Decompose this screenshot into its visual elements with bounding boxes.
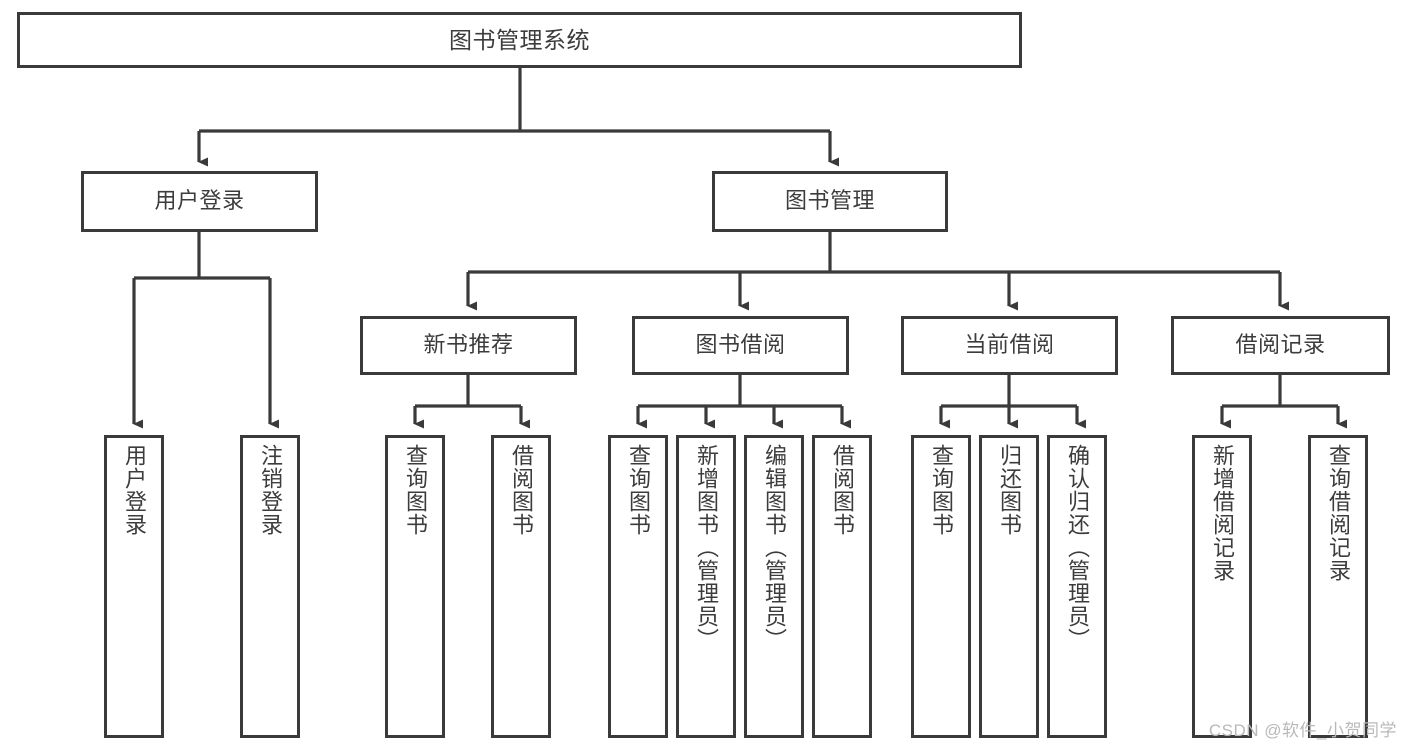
node-leaf-return-book[interactable]: 归还图书 <box>979 435 1039 738</box>
node-leaf-query-record[interactable]: 查询借阅记录 <box>1308 435 1368 738</box>
node-new-book-recommend[interactable]: 新书推荐 <box>360 316 577 375</box>
node-borrow-record-label: 借阅记录 <box>1235 332 1326 358</box>
node-leaf-borrow-book-2[interactable]: 借阅图书 <box>812 435 872 738</box>
node-current-borrow[interactable]: 当前借阅 <box>901 316 1118 375</box>
node-leaf-edit-book[interactable]: 编辑图书（管理员） <box>744 435 804 738</box>
node-book-borrow-label: 图书借阅 <box>695 332 786 358</box>
node-leaf-query-book-1[interactable]: 查询图书 <box>385 435 445 738</box>
node-leaf-confirm-return-label: 确认归还（管理员） <box>1064 444 1090 651</box>
node-book-manage[interactable]: 图书管理 <box>712 171 948 232</box>
node-leaf-query-book-1-label: 查询图书 <box>402 444 428 536</box>
node-user-login[interactable]: 用户登录 <box>81 171 318 232</box>
node-leaf-user-login-label: 用户登录 <box>121 444 147 536</box>
node-borrow-record[interactable]: 借阅记录 <box>1171 316 1390 375</box>
watermark: CSDN @软件_小贺同学 <box>1208 721 1397 740</box>
node-leaf-add-book[interactable]: 新增图书（管理员） <box>676 435 736 738</box>
node-leaf-logout[interactable]: 注销登录 <box>240 435 300 738</box>
node-leaf-add-record[interactable]: 新增借阅记录 <box>1192 435 1252 738</box>
node-leaf-query-book-3-label: 查询图书 <box>928 444 954 536</box>
node-current-borrow-label: 当前借阅 <box>964 332 1055 358</box>
node-leaf-borrow-book-1-label: 借阅图书 <box>508 444 534 536</box>
node-new-book-recommend-label: 新书推荐 <box>423 332 514 358</box>
node-leaf-add-book-label: 新增图书（管理员） <box>693 444 719 651</box>
node-leaf-add-record-label: 新增借阅记录 <box>1209 444 1235 582</box>
node-leaf-query-book-2-label: 查询图书 <box>625 444 651 536</box>
node-leaf-logout-label: 注销登录 <box>257 444 283 536</box>
node-leaf-query-book-2[interactable]: 查询图书 <box>608 435 668 738</box>
node-leaf-borrow-book-1[interactable]: 借阅图书 <box>491 435 551 738</box>
node-leaf-user-login[interactable]: 用户登录 <box>104 435 164 738</box>
node-book-borrow[interactable]: 图书借阅 <box>632 316 849 375</box>
node-leaf-confirm-return[interactable]: 确认归还（管理员） <box>1047 435 1107 738</box>
node-leaf-query-record-label: 查询借阅记录 <box>1325 444 1351 582</box>
node-leaf-edit-book-label: 编辑图书（管理员） <box>761 444 787 651</box>
node-leaf-query-book-3[interactable]: 查询图书 <box>911 435 971 738</box>
node-user-login-label: 用户登录 <box>154 188 245 214</box>
node-book-manage-label: 图书管理 <box>784 188 875 214</box>
node-leaf-return-book-label: 归还图书 <box>996 444 1022 536</box>
node-root-label: 图书管理系统 <box>449 26 590 53</box>
node-leaf-borrow-book-2-label: 借阅图书 <box>829 444 855 536</box>
node-root[interactable]: 图书管理系统 <box>17 12 1022 68</box>
